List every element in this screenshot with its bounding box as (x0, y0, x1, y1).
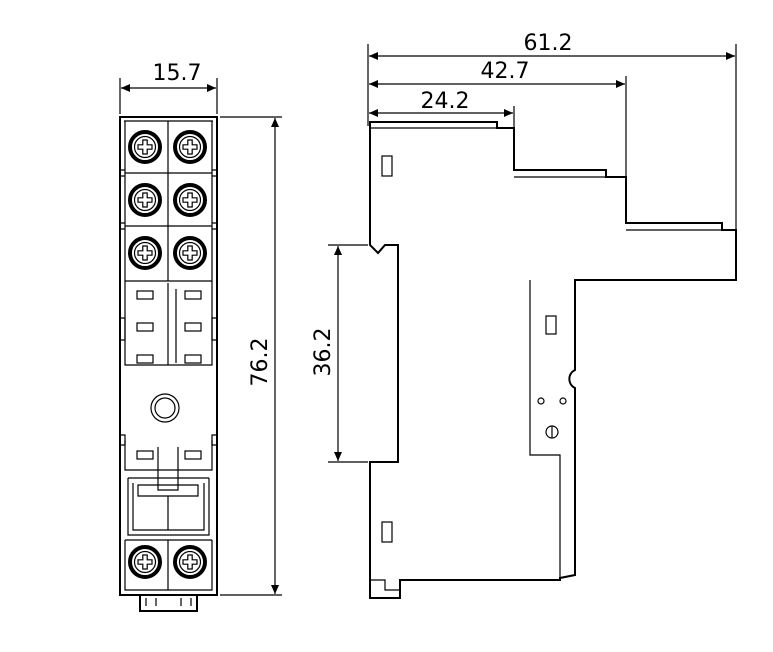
terminal-screw-icon (173, 236, 207, 270)
terminal-screw-icon (173, 545, 207, 579)
height-dimension: 76.2 (220, 116, 282, 596)
side-window-top (381, 155, 393, 177)
width-dimension-label: 15.7 (153, 61, 202, 86)
rail-height-dimension: 36.2 (311, 244, 368, 463)
side-window-bottom (381, 521, 393, 543)
height-dimension-label: 76.2 (248, 338, 273, 387)
side-profile (369, 121, 737, 599)
terminal-screw-icon (128, 130, 162, 164)
mid-depth-label: 42.7 (481, 59, 530, 84)
overall-depth-label: 61.2 (524, 31, 573, 56)
front-view: 15.7 (119, 61, 282, 612)
terminal-screw-icon (128, 236, 162, 270)
width-dimension: 15.7 (119, 61, 218, 114)
socket-body (119, 116, 218, 612)
terminal-screw-icon (173, 130, 207, 164)
terminal-screw-icon (128, 183, 162, 217)
terminal-screw-icon (128, 545, 162, 579)
contact-slots (136, 289, 202, 364)
depth-dimensions: 61.2 42.7 24.2 (367, 31, 737, 230)
rail-height-label: 36.2 (311, 328, 336, 377)
clip-window (545, 315, 557, 335)
front-step-label: 24.2 (421, 89, 470, 114)
side-view: 61.2 42.7 24.2 36 (311, 31, 737, 599)
terminal-screw-icon (173, 183, 207, 217)
